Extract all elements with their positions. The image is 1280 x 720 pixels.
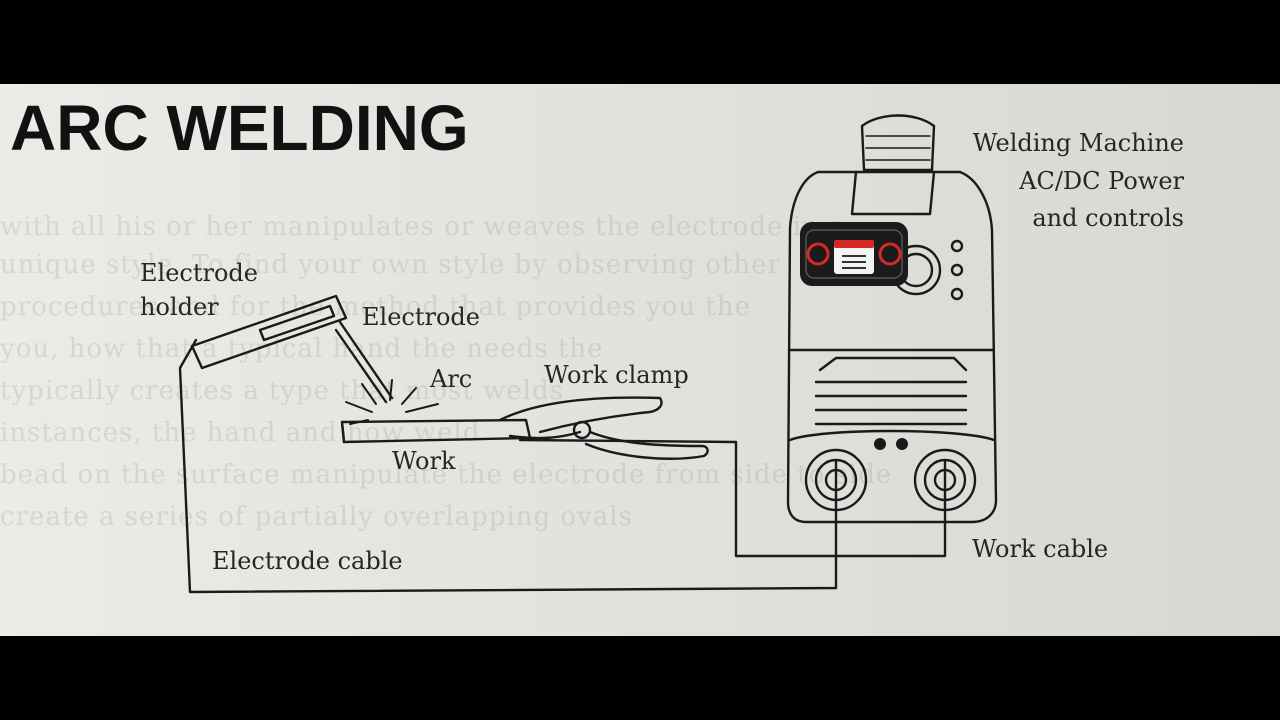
label-welding-machine-line2: AC/DC Power	[1019, 166, 1184, 195]
page-title: ARC WELDING	[10, 92, 469, 164]
background-text-line: typically creates a type that most welds	[0, 376, 564, 406]
background-text-line: with all his or her manipulates or weave…	[0, 212, 846, 242]
bottom-letterbox	[0, 636, 1280, 720]
background-text-line: procedures and for the method that provi…	[0, 292, 751, 322]
background-text-line: you, how that a typical hand the needs t…	[0, 334, 604, 364]
textbook-page: with all his or her manipulates or weave…	[0, 84, 1280, 636]
work-clamp	[498, 396, 709, 460]
label-work-cable: Work cable	[972, 535, 1109, 563]
background-text-line: bead on the surface manipulate the elect…	[0, 460, 893, 490]
label-welding-machine-line1: Welding Machine	[972, 129, 1184, 157]
electrode-holder	[190, 294, 348, 370]
label-electrode-holder-line1: Electrode	[140, 259, 258, 287]
indicator-dot	[896, 438, 908, 450]
work-piece	[340, 418, 532, 444]
label-work: Work	[392, 447, 456, 475]
welding-machine	[786, 114, 998, 524]
label-welding-machine: Welding Machine AC/DC Power and controls	[930, 129, 1184, 233]
background-text-line: unique style. To find your own style by …	[0, 250, 781, 280]
background-text-line: create a series of partially overlapping…	[0, 502, 633, 532]
electrode-rod	[334, 320, 394, 404]
background-text-line: instances, the hand and how weld	[0, 418, 481, 448]
indicator-dot	[874, 438, 886, 450]
label-electrode: Electrode	[362, 303, 480, 331]
label-electrode-holder-line2: holder	[140, 292, 219, 321]
electrode-cable	[178, 338, 838, 594]
label-arc: Arc	[430, 365, 473, 393]
arc-sparks	[345, 379, 439, 425]
label-work-clamp: Work clamp	[544, 361, 689, 389]
label-electrode-cable: Electrode cable	[212, 547, 403, 575]
top-letterbox	[0, 0, 1280, 84]
videotape-icon	[800, 222, 908, 286]
label-electrode-holder: Electrode holder	[140, 259, 258, 321]
label-welding-machine-line3: and controls	[1032, 204, 1184, 233]
work-cable	[518, 438, 947, 558]
